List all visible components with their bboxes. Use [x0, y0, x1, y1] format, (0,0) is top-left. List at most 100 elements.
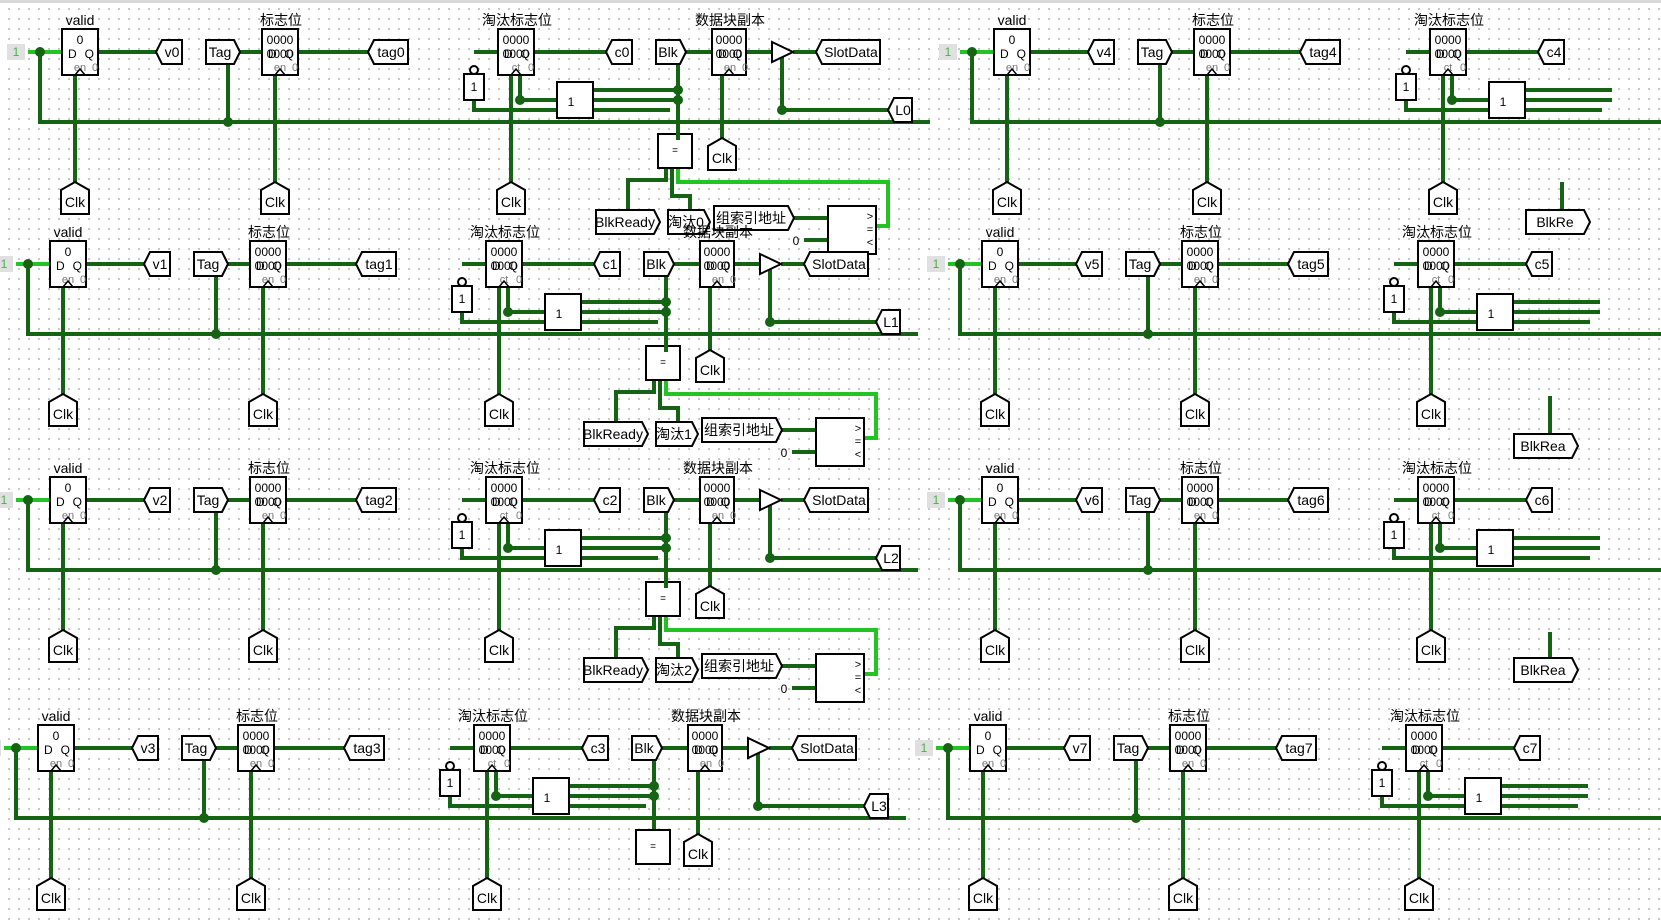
clk-input[interactable] — [472, 876, 502, 911]
clk-input[interactable] — [236, 876, 266, 911]
clk-input[interactable] — [980, 392, 1010, 427]
valid-input-pin[interactable] — [0, 740, 1, 756]
slotdata-output[interactable] — [790, 735, 857, 761]
valid-input-pin[interactable] — [939, 44, 957, 60]
group-index-input[interactable] — [701, 653, 784, 679]
valid-input-pin[interactable] — [7, 44, 25, 60]
valid-output[interactable] — [142, 487, 171, 513]
valid-output[interactable] — [1086, 39, 1115, 65]
tag-input[interactable] — [205, 39, 242, 65]
clk-input[interactable] — [1192, 180, 1222, 215]
clk-input[interactable] — [496, 180, 526, 215]
tag-output[interactable] — [1274, 735, 1317, 761]
slotdata-output[interactable] — [802, 487, 869, 513]
line-output[interactable] — [886, 97, 913, 123]
blkready-input[interactable] — [583, 657, 650, 683]
tag-input[interactable] — [1113, 735, 1150, 761]
clk-input[interactable] — [1180, 392, 1210, 427]
slotdata-output[interactable] — [814, 39, 881, 65]
line-output[interactable] — [862, 793, 889, 819]
clk-input[interactable] — [1180, 628, 1210, 663]
evict-output[interactable] — [1524, 251, 1553, 277]
clk-input[interactable] — [260, 180, 290, 215]
evict-output[interactable] — [592, 251, 621, 277]
blk-input[interactable] — [643, 487, 676, 513]
evict-output[interactable] — [580, 735, 609, 761]
tag-output[interactable] — [1286, 487, 1329, 513]
tag-input[interactable] — [193, 487, 230, 513]
tag-input[interactable] — [193, 251, 230, 277]
tag-input[interactable] — [181, 735, 218, 761]
blk-input[interactable] — [631, 735, 664, 761]
valid-input-pin[interactable] — [0, 256, 13, 272]
blkready-input[interactable] — [595, 209, 662, 235]
blkready-input[interactable] — [1513, 433, 1580, 459]
wire-junction — [777, 105, 787, 115]
clk-input[interactable] — [683, 832, 713, 867]
valid-input-pin[interactable] — [927, 492, 945, 508]
group-index-input[interactable] — [701, 417, 784, 443]
tag-input[interactable] — [1137, 39, 1174, 65]
evict-output[interactable] — [1524, 487, 1553, 513]
clk-input[interactable] — [48, 392, 78, 427]
blkready-input[interactable] — [1525, 209, 1592, 235]
clk-input[interactable] — [1416, 628, 1446, 663]
register-value: 0000 — [1423, 259, 1450, 273]
tag-output[interactable] — [366, 39, 409, 65]
clk-input[interactable] — [968, 876, 998, 911]
clk-input[interactable] — [1428, 180, 1458, 215]
clk-input[interactable] — [695, 348, 725, 383]
group-index-input[interactable] — [713, 205, 796, 231]
valid-output[interactable] — [1074, 251, 1103, 277]
clk-input[interactable] — [48, 628, 78, 663]
line-output[interactable] — [874, 309, 901, 335]
evict-input[interactable] — [667, 209, 712, 235]
clk-input[interactable] — [60, 180, 90, 215]
blk-input[interactable] — [643, 251, 676, 277]
clk-input[interactable] — [707, 136, 737, 171]
tag-output[interactable] — [1298, 39, 1341, 65]
clk-input[interactable] — [484, 628, 514, 663]
tag-input[interactable] — [1125, 487, 1162, 513]
clk-input[interactable] — [484, 392, 514, 427]
evict-input[interactable] — [655, 657, 700, 683]
valid-output[interactable] — [1074, 487, 1103, 513]
tag-output[interactable] — [354, 487, 397, 513]
tag-input[interactable] — [1125, 251, 1162, 277]
line-output[interactable] — [874, 545, 901, 571]
valid-output[interactable] — [130, 735, 159, 761]
valid-input-pin[interactable] — [915, 740, 933, 756]
valid-output[interactable] — [1062, 735, 1091, 761]
clk-input[interactable] — [248, 628, 278, 663]
blkready-input[interactable] — [583, 421, 650, 447]
blk-input[interactable] — [655, 39, 688, 65]
register-value: 0000 — [1187, 495, 1214, 509]
clk-input[interactable] — [980, 628, 1010, 663]
cmp-gt: > — [855, 423, 861, 435]
clk-input[interactable] — [36, 876, 66, 911]
const-one-text: 1 — [471, 80, 478, 94]
valid-input-pin[interactable] — [927, 256, 945, 272]
clk-input[interactable] — [1168, 876, 1198, 911]
evict-output[interactable] — [604, 39, 633, 65]
evict-output[interactable] — [1536, 39, 1565, 65]
evict-input[interactable] — [655, 421, 700, 447]
blkready-input[interactable] — [1513, 657, 1580, 683]
tag-output[interactable] — [1286, 251, 1329, 277]
q-port-label: Q — [1429, 743, 1438, 757]
evict-output[interactable] — [592, 487, 621, 513]
clk-input[interactable] — [1404, 876, 1434, 911]
evict-output[interactable] — [1512, 735, 1541, 761]
valid-output[interactable] — [142, 251, 171, 277]
clk-input[interactable] — [992, 180, 1022, 215]
blkready-input-text: BlkRea — [1520, 662, 1565, 678]
valid-input-pin[interactable] — [0, 492, 13, 508]
tag-output[interactable] — [342, 735, 385, 761]
clk-input[interactable] — [1416, 392, 1446, 427]
valid-output[interactable] — [154, 39, 183, 65]
tag-output[interactable] — [354, 251, 397, 277]
clk-input[interactable] — [695, 584, 725, 619]
slotdata-output[interactable] — [802, 251, 869, 277]
clk-input[interactable] — [248, 392, 278, 427]
